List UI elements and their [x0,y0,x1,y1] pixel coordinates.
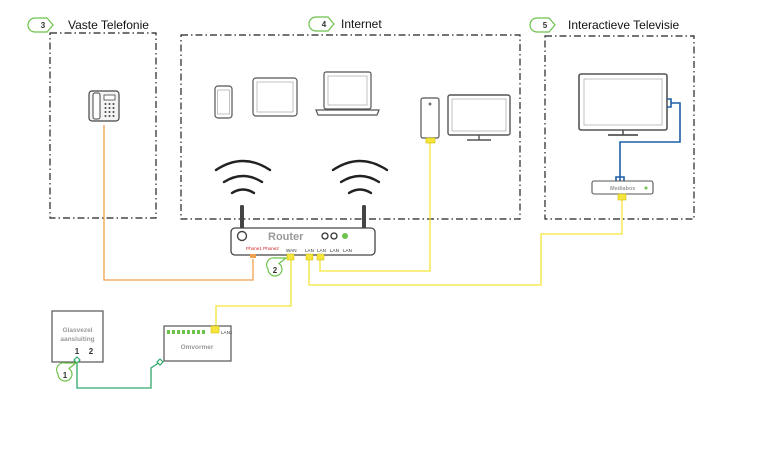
converter-label: Omvormer [181,344,214,351]
fiber-label-line1: Glasvezel [63,327,93,334]
wifi-right-icon [331,159,389,195]
router-label: Router [268,231,304,243]
zone-tv: 5 Interactieve Televisie [529,17,695,220]
zone-tv-border [544,35,695,220]
router-connector-lan1 [305,253,314,261]
mediabox-label: Mediabox [610,186,636,192]
step-badge-4-number: 4 [322,20,327,29]
fiber-port-2: 2 [89,347,94,356]
landline-phone-icon [88,90,120,122]
converter-connector-lan1 [210,325,220,334]
fiber-port-1: 1 [75,347,80,356]
zone-telephony-border [49,32,157,219]
tablet-icon [252,77,298,117]
desktop-tower-icon [420,97,440,144]
router: Router Phone1 Phone2 WAN LAN LAN LAN LAN [230,205,376,261]
router-port-lan1: LAN [305,248,314,253]
step-badge-3-number: 3 [41,21,46,30]
router-antenna-left [240,205,244,229]
step-badge-2-number: 2 [273,266,278,275]
television-icon [578,73,668,136]
zone-tv-title: Interactieve Televisie [568,18,679,32]
mediabox-connector-lan [617,193,627,201]
mediabox-led [644,186,648,190]
ethernet-cable-lan-tower [319,143,431,272]
step-badge-5: 5 [529,17,556,33]
laptop-icon [315,71,380,116]
step-badge-3: 3 [27,17,54,33]
zone-internet: 4 Internet [180,16,521,220]
router-antenna-right [362,205,366,229]
step-badge-4: 4 [308,16,335,32]
converter: LAN1 Omvormer [156,325,233,366]
wifi-left-icon [214,159,272,195]
fiber-termination-box: Glasvezel aansluiting 1 2 [51,310,104,364]
hdmi-cable [619,102,681,181]
fiber-label-line2: aansluiting [60,336,94,343]
desktop-monitor-icon [447,94,511,141]
converter-port-label: LAN1 [221,330,233,335]
step-badge-1-number: 1 [63,371,68,380]
router-port-lan2: LAN [317,248,326,253]
ethernet-cable-wan-converter [215,259,292,326]
smartphone-icon [214,85,233,119]
router-led-2 [330,232,338,240]
router-port-phone2: Phone2 [263,246,279,251]
hdmi-plug-tv-icon [667,98,672,108]
ethernet-cable-lan-mediabox [308,198,623,286]
fiber-box-body [51,310,104,363]
mediabox: Mediabox [591,180,654,201]
router-port-phone1: Phone1 [246,246,262,251]
step-badge-1: 1 [56,362,78,382]
zone-internet-title: Internet [341,17,382,31]
converter-status-leds [167,330,205,334]
router-body [230,227,376,256]
zone-telephony: 3 Vaste Telefonie [27,17,157,219]
router-connector-wan [286,253,295,261]
zone-telephony-title: Vaste Telefonie [68,18,149,32]
zone-internet-border [180,34,521,220]
phone-cable [103,125,254,281]
router-led-green [342,233,348,239]
fiber-cable [76,357,161,389]
step-badge-5-number: 5 [543,21,548,30]
router-connector-lan2 [316,253,325,261]
hdmi-plug-mediabox-icon [615,176,625,181]
router-power-button [236,230,248,242]
router-port-wan: WAN [286,248,297,253]
router-led-1 [321,232,329,240]
step-badge-2: 2 [266,257,288,277]
router-port-lan3: LAN [330,248,339,253]
converter-fiber-connector [156,358,164,366]
fiber-connector [73,356,81,364]
router-port-lan4: LAN [343,248,352,253]
router-connector-phone [250,254,256,258]
